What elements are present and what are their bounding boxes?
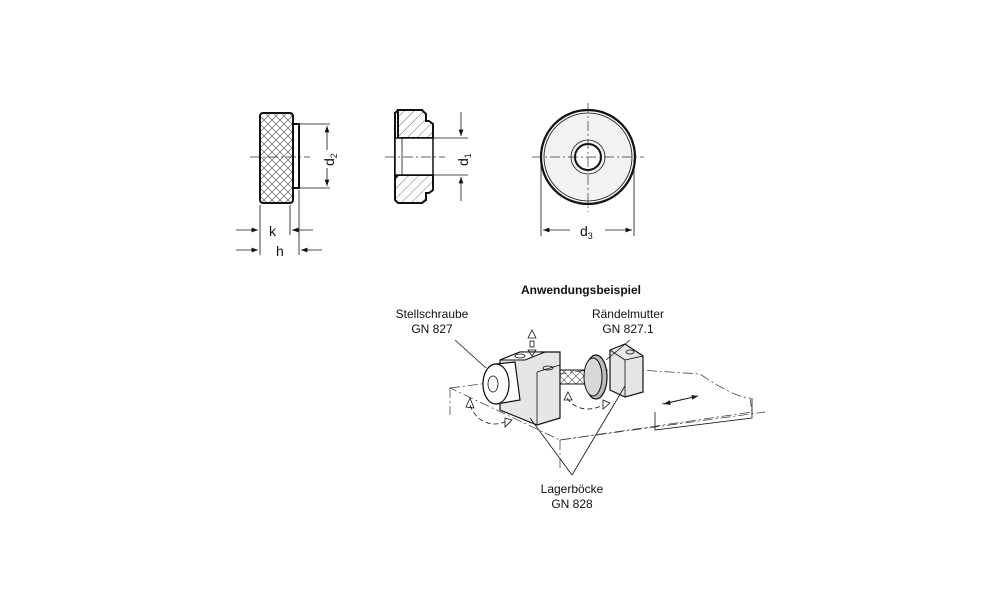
- knurled-rim: [259, 112, 294, 204]
- application-example: Anwendungsbeispiel: [396, 283, 766, 511]
- knurled-nut-code: GN 827.1: [602, 322, 654, 336]
- set-screw-code: GN 827: [411, 322, 453, 336]
- application-title: Anwendungsbeispiel: [521, 283, 641, 297]
- set-screw-label: Stellschraube: [396, 307, 469, 321]
- h-label: h: [276, 243, 284, 259]
- bearing-block-right: [609, 343, 644, 398]
- d2-label: d2: [321, 153, 339, 166]
- side-view: d2 k h: [236, 112, 339, 259]
- d1-label: d1: [455, 153, 473, 166]
- d3-label: d3: [580, 223, 593, 241]
- k-label: k: [269, 223, 277, 239]
- bearing-blocks-code: GN 828: [551, 497, 593, 511]
- knurled-nut-label: Rändelmutter: [592, 307, 664, 321]
- front-view: d3: [532, 103, 644, 241]
- hub: [292, 123, 300, 189]
- section-view: d1: [385, 109, 473, 204]
- bearing-blocks-label: Lagerböcke: [541, 482, 604, 496]
